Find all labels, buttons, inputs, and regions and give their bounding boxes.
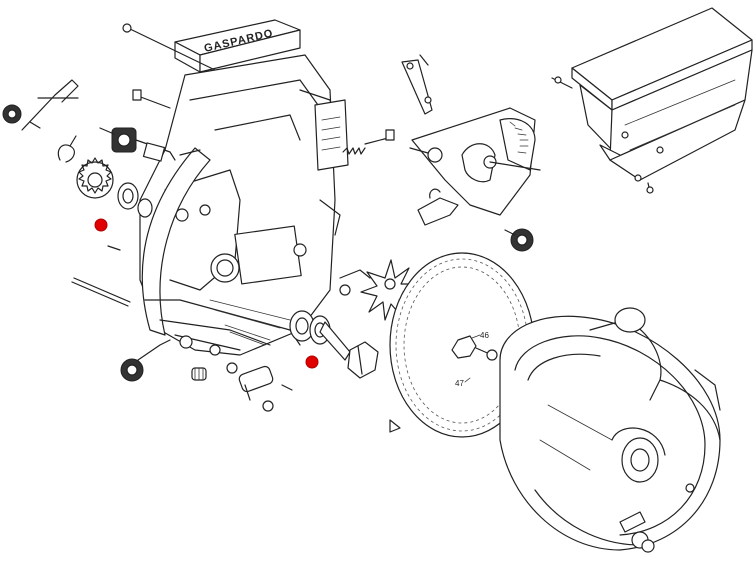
bottom-left-gear [120,339,171,382]
part-label-47: 47 [455,379,464,388]
hex-bolt [319,321,379,379]
left-small-gear [2,104,22,124]
distributor-housing [499,307,721,553]
clip-ring [57,135,77,163]
main-housing [139,54,341,356]
tension-arm [401,54,433,115]
small-bolts-left [99,89,201,251]
red-marker-left-seal [94,218,108,232]
drive-gear-top [111,127,176,162]
red-marker-center-seal [305,355,319,369]
disc-hub: 46 47 [451,331,498,388]
part-label-46: 46 [480,331,489,340]
long-rod [71,277,131,307]
seed-hopper [551,7,753,194]
left-washer [117,182,153,218]
bottom-springs [179,335,221,381]
spring-bolt [342,129,395,155]
adjust-plate [409,107,541,216]
right-small-gear [504,228,534,252]
left-bracket [21,79,79,131]
bottom-linkage [226,362,293,412]
plate-spring-clip [417,188,459,226]
top-bolt [122,23,216,71]
vertical-bracket [314,99,349,171]
left-sprocket [76,157,114,199]
